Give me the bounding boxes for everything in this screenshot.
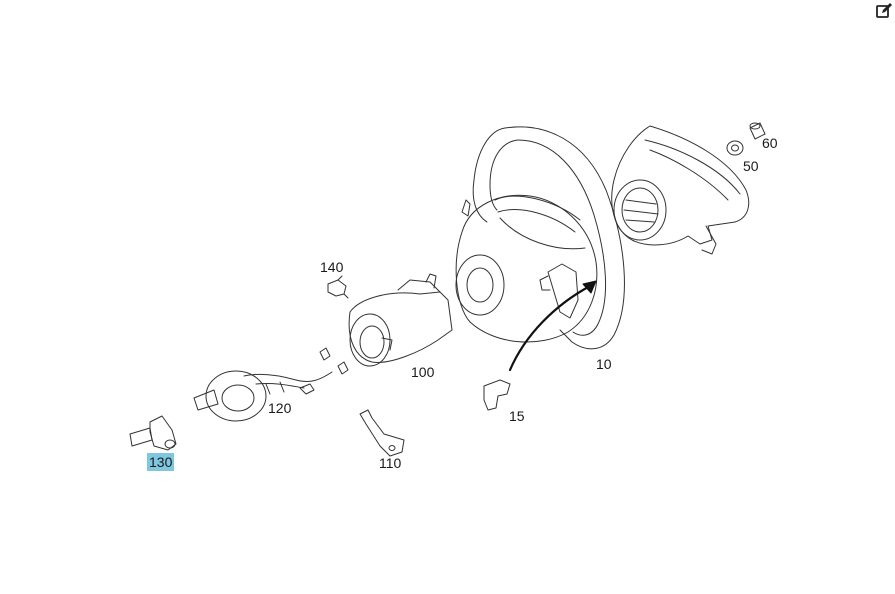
- edit-button[interactable]: [875, 2, 893, 20]
- callout-130[interactable]: 130: [147, 453, 175, 471]
- part-140-bulb[interactable]: [327, 275, 349, 299]
- callout-110[interactable]: 110: [379, 455, 402, 471]
- part-50-nut[interactable]: [726, 140, 744, 156]
- part-110-bracket[interactable]: [359, 409, 405, 457]
- part-60-bolt[interactable]: [749, 122, 766, 140]
- callout-120[interactable]: 120: [268, 400, 292, 416]
- callout-100[interactable]: 100: [411, 364, 435, 380]
- part-10-steering-wheel[interactable]: [455, 126, 625, 350]
- part-130-switch[interactable]: [129, 415, 177, 451]
- part-120-clock-spring[interactable]: [193, 347, 349, 422]
- callout-50[interactable]: 50: [743, 158, 759, 174]
- assembly-arrow: [508, 280, 597, 372]
- edit-icon: [876, 3, 892, 18]
- part-15-clip[interactable]: [483, 379, 511, 411]
- callout-60[interactable]: 60: [762, 135, 778, 151]
- part-100-column-cover[interactable]: [348, 273, 453, 367]
- callout-140[interactable]: 140: [320, 259, 344, 275]
- airbag-module[interactable]: [611, 125, 750, 255]
- callout-15[interactable]: 15: [509, 408, 525, 424]
- callout-10[interactable]: 10: [596, 356, 612, 372]
